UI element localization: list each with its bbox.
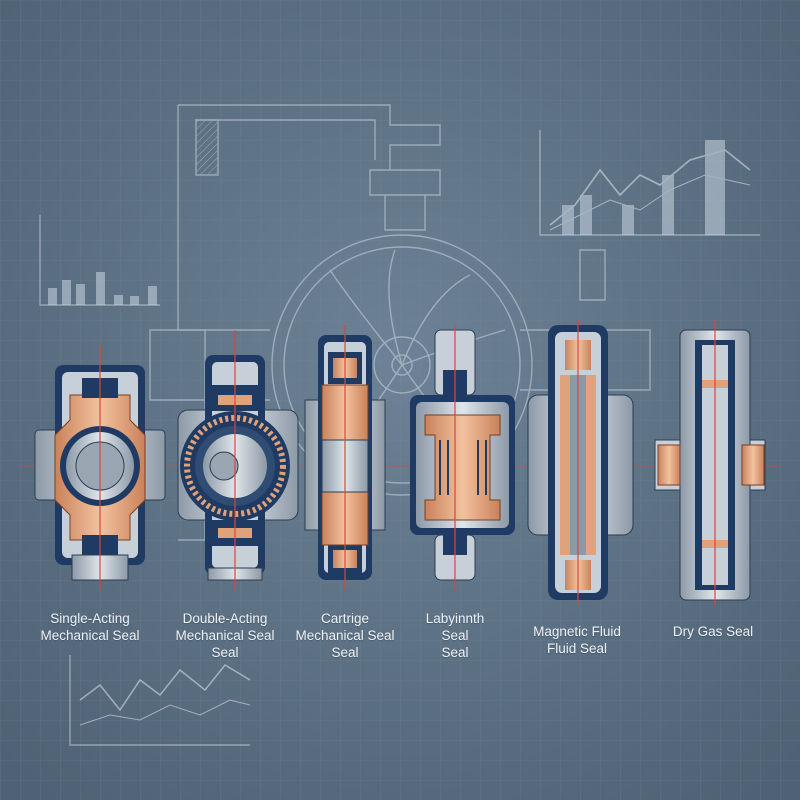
single-acting-seal-icon — [34, 345, 166, 590]
small-bar-chart-icon — [48, 272, 157, 305]
caption-single-acting: Single-Acting Mechanical Seal — [40, 611, 140, 643]
caption-magnetic-fluid: Magnetic Fluid Fluid Seal — [533, 624, 621, 656]
dry-gas-seal-icon — [654, 320, 766, 605]
caption-double-acting: Double-Acting Mechanical Seal Seal — [175, 611, 275, 660]
caption-labyrinth: Labyinnth Seal Seal — [425, 611, 485, 660]
caption-cartridge: Cartrige Mechanical Seal Seal — [295, 611, 395, 660]
labyrinth-seal-icon — [410, 325, 515, 590]
cartridge-seal-icon — [304, 325, 386, 590]
double-acting-seal-icon — [177, 330, 299, 590]
line-chart-icon — [549, 140, 751, 235]
magnetic-fluid-seal-icon — [527, 320, 634, 605]
caption-dry-gas: Dry Gas Seal — [672, 624, 754, 639]
line-chart-icon — [79, 664, 251, 726]
